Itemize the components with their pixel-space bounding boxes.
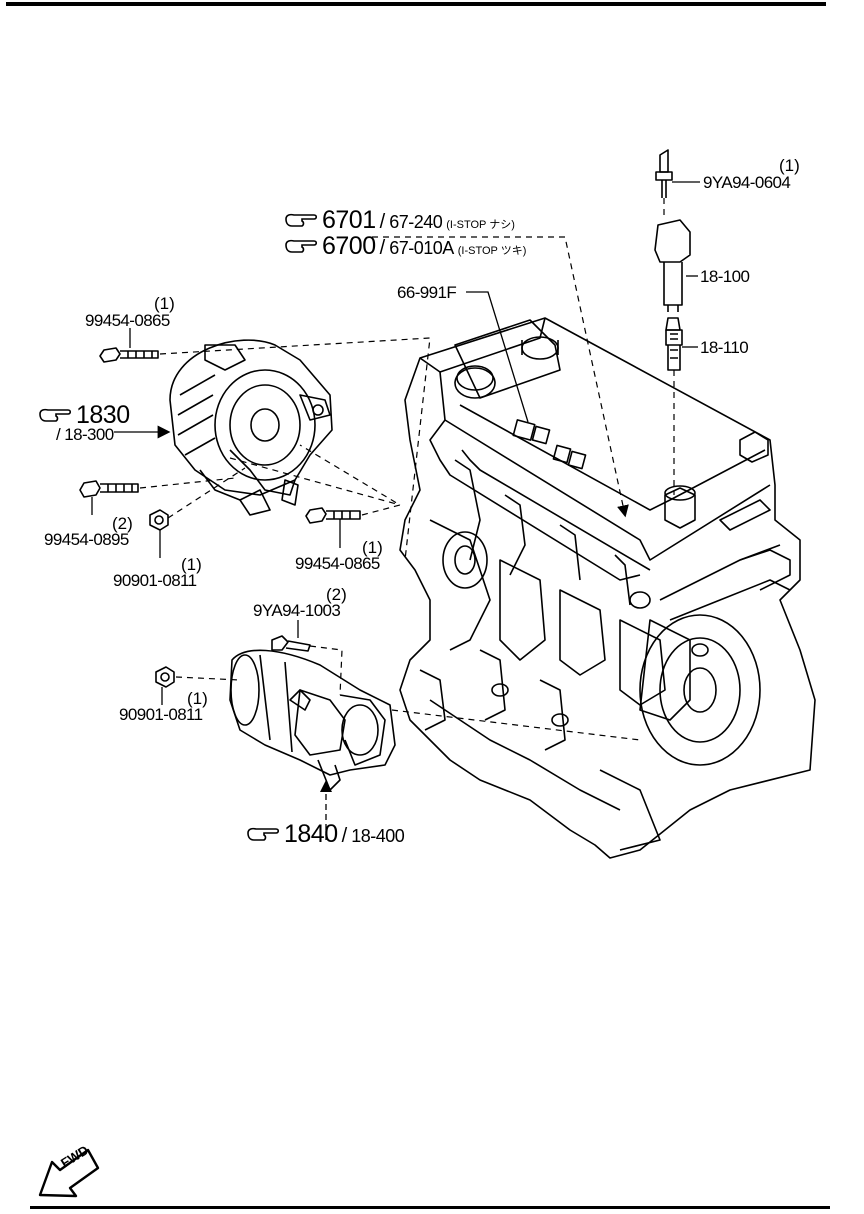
ref-subnumber: 67-240 — [389, 212, 443, 232]
pointing-hand-icon — [247, 827, 280, 841]
qty-90901-0811-b: (1) — [187, 689, 208, 708]
ref-number: 1840 — [284, 820, 338, 848]
part-99454-0865-right: 99454-0865 — [295, 554, 380, 573]
ref-1830: 1830 — [38, 403, 130, 428]
ref-number: 1830 — [76, 401, 130, 429]
qty-99454-0865-right: (1) — [362, 538, 383, 557]
bolt-99454-0895 — [79, 480, 139, 498]
alternator — [169, 339, 333, 516]
ignition-coil-assembly — [654, 149, 691, 371]
qty-9ya94-1003: (2) — [326, 585, 347, 604]
ref-6700: 6700 / 67-010A (I-STOP ツキ) — [284, 234, 526, 259]
bolt-9ya94-1003 — [271, 635, 311, 652]
nut-90901-0811-a — [149, 509, 169, 531]
bolt-99454-0865-right — [305, 507, 361, 524]
ref-1830-subnumber: / 18-300 — [56, 425, 114, 444]
qty-99454-0895: (2) — [112, 514, 133, 533]
ref-6701: 6701 / 67-240 (I-STOP ナシ) — [284, 208, 515, 233]
part-99454-0865-top: 99454-0865 — [85, 311, 170, 330]
ref-separator: / — [379, 211, 386, 233]
ref-subnumber: 18-400 — [351, 826, 405, 846]
top-border — [6, 2, 826, 6]
ref-1840: 1840 / 18-400 — [246, 820, 405, 848]
ref-separator: / — [379, 237, 386, 259]
qty-90901-0811-a: (1) — [181, 555, 202, 574]
part-18-110: 18-110 — [700, 338, 749, 357]
pointing-hand-icon — [39, 408, 72, 422]
ref-note: (I-STOP ナシ) — [446, 219, 515, 231]
ref-note: (I-STOP ツキ) — [457, 245, 527, 257]
nut-90901-0811-b — [155, 666, 175, 688]
bolt-99454-0865-top — [99, 347, 159, 363]
ref-number: 6700 — [322, 232, 376, 260]
pointing-hand-icon — [285, 213, 318, 227]
ref-subnumber: 67-010A — [389, 238, 454, 258]
part-66-991f: 66-991F — [397, 283, 457, 302]
part-9ya94-1003: 9YA94-1003 — [253, 601, 341, 620]
part-9ya94-0604: 9YA94-0604 — [703, 173, 791, 192]
assembly-lines — [139, 198, 675, 741]
ref-number: 6701 — [322, 206, 376, 234]
engine-block — [399, 317, 816, 859]
starter-arrowhead — [320, 780, 332, 792]
ref-separator: / — [341, 825, 348, 847]
part-18-100: 18-100 — [700, 267, 750, 286]
part-90901-0811-a: 90901-0811 — [113, 571, 197, 590]
forward-arrow-icon — [38, 1148, 100, 1198]
leader-lines — [91, 181, 700, 705]
pointing-hand-icon — [285, 239, 318, 253]
starter-motor — [229, 649, 396, 791]
qty-99454-0865-top: (1) — [154, 294, 175, 313]
part-99454-0895: 99454-0895 — [44, 530, 129, 549]
qty-9ya94-0604: (1) — [779, 156, 800, 175]
part-90901-0811-b: 90901-0811 — [119, 705, 203, 724]
bottom-border — [30, 1206, 830, 1209]
